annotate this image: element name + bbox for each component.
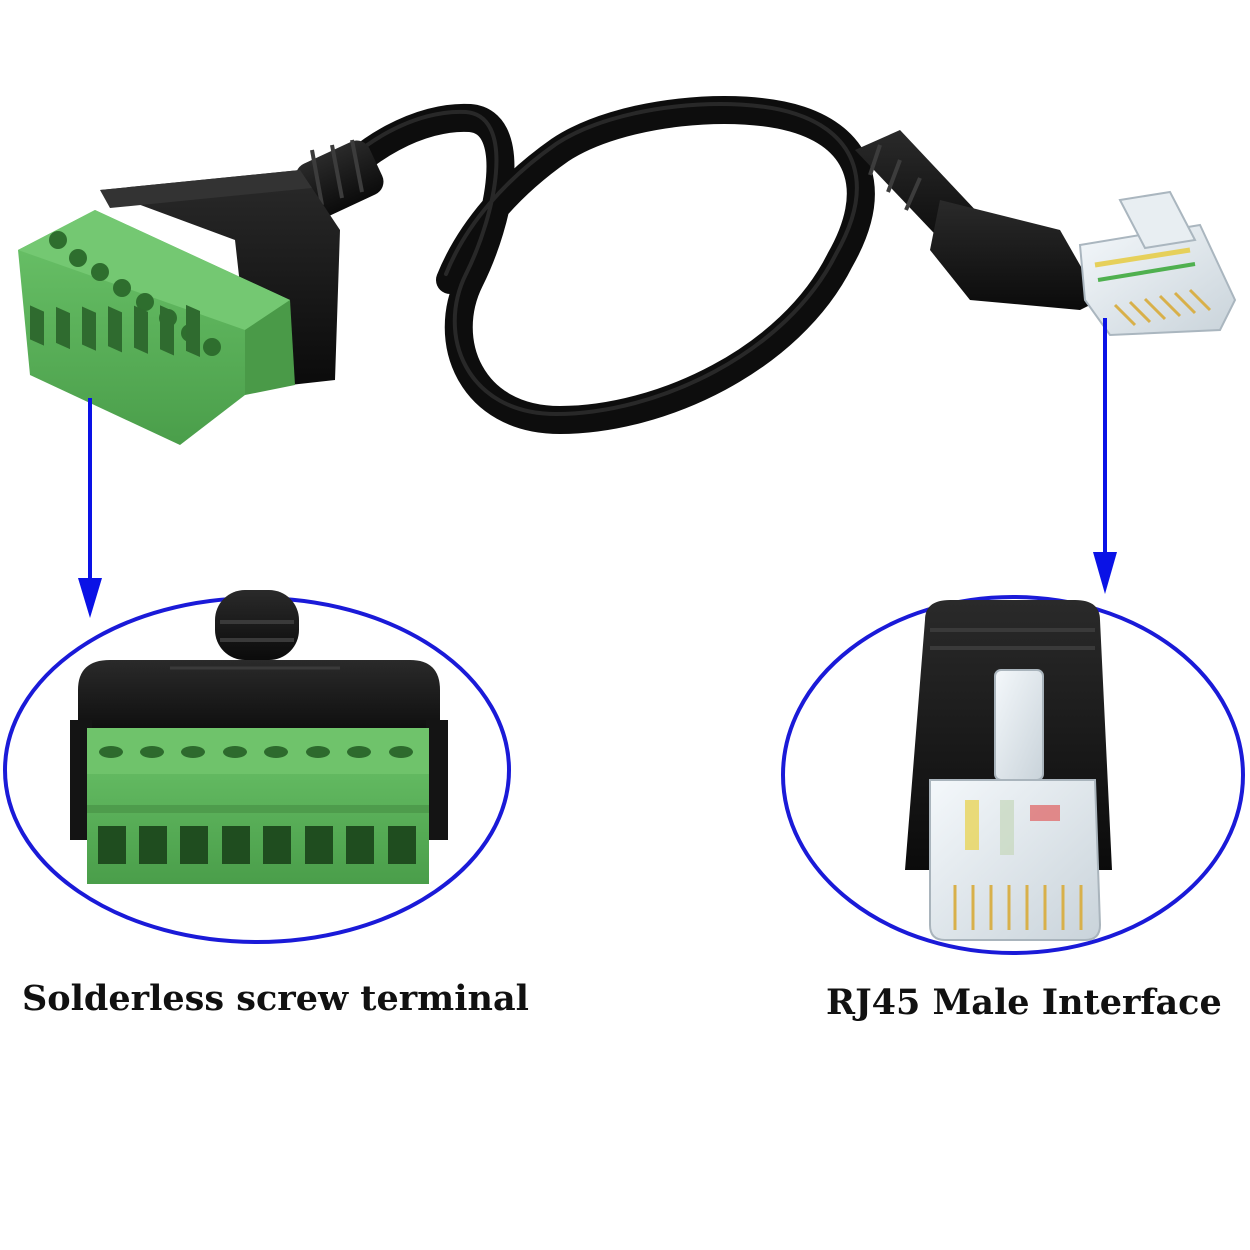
rj45-connector xyxy=(855,130,1237,337)
screw-terminal-block-icon xyxy=(87,728,429,884)
caption-solderless-screw-terminal: Solderless screw terminal xyxy=(22,978,529,1019)
cable xyxy=(316,96,875,435)
rj45-boot-black xyxy=(930,200,1100,310)
rj45-plug-icon xyxy=(1078,190,1237,337)
screw-terminal-block-icon xyxy=(18,210,295,445)
arrow-down-icon xyxy=(78,398,102,618)
rj45-closeup xyxy=(781,595,1245,955)
caption-rj45-male-interface: RJ45 Male Interface xyxy=(826,982,1222,1023)
arrow-down-icon xyxy=(1093,318,1117,594)
terminal-closeup xyxy=(3,590,511,944)
screw-terminal-connector xyxy=(18,139,384,445)
rj45-plug-icon xyxy=(929,669,1102,941)
